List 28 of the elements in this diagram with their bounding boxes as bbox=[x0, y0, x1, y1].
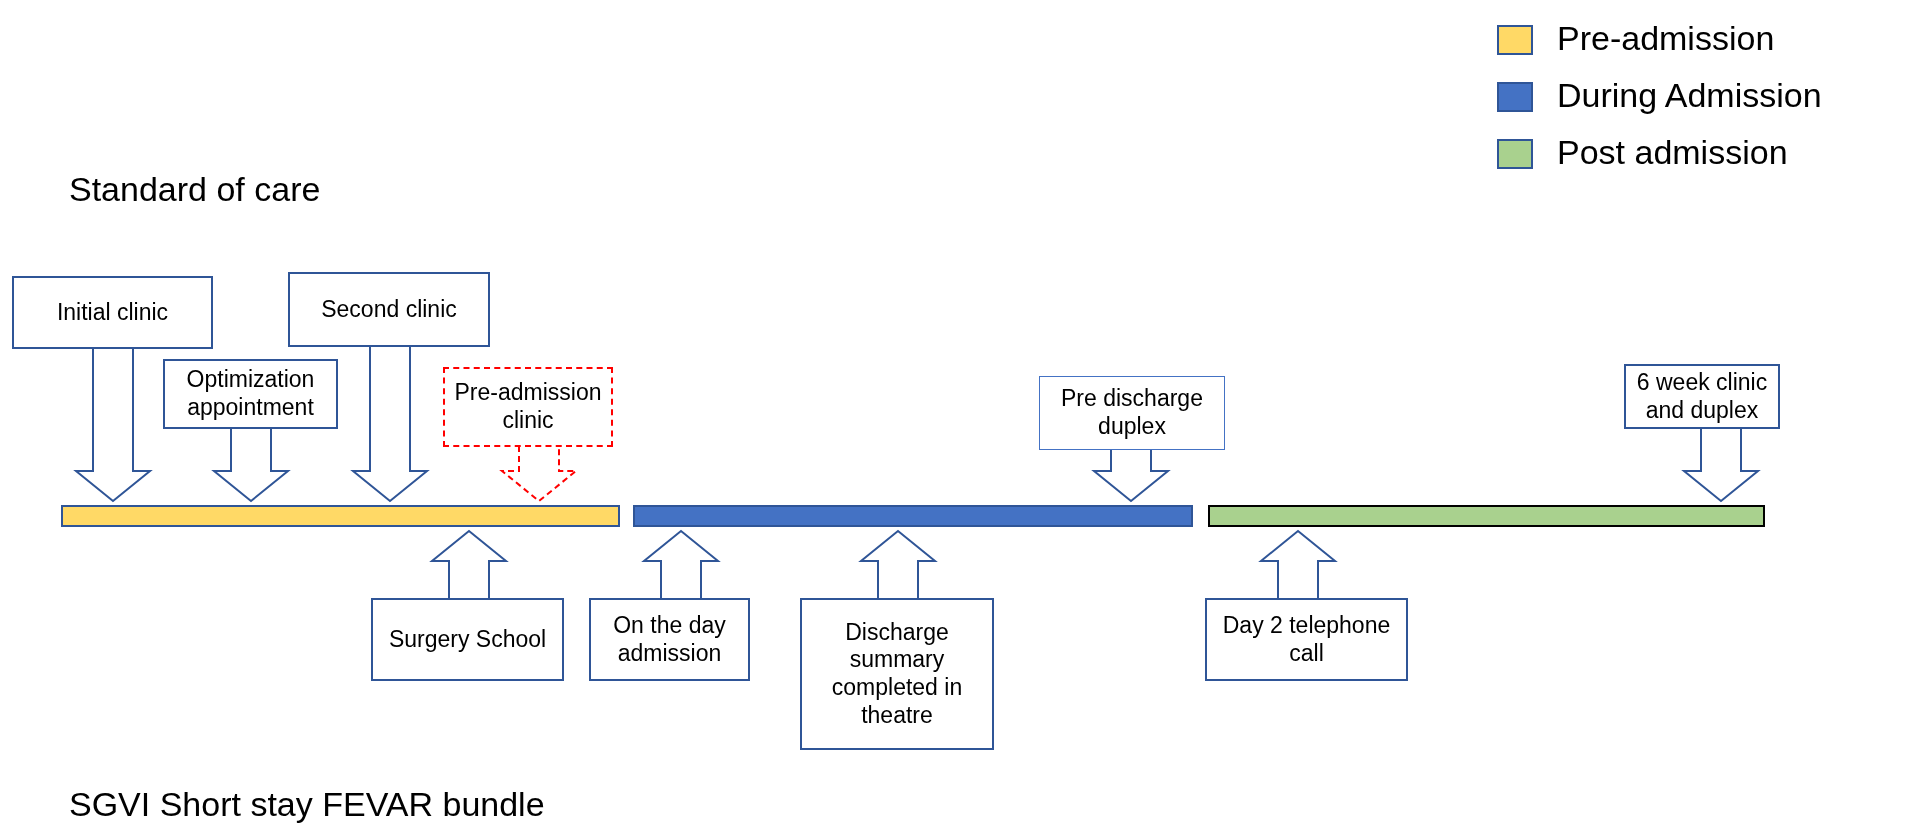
callout-box: Discharge summary completed in theatre bbox=[800, 598, 994, 750]
callout-box: Second clinic bbox=[288, 272, 490, 347]
block-arrow bbox=[211, 427, 291, 503]
block-arrow bbox=[350, 345, 430, 503]
callout-box: Pre discharge duplex bbox=[1039, 376, 1225, 450]
section-heading: SGVI Short stay FEVAR bundle bbox=[69, 785, 545, 824]
callout-box: Surgery School bbox=[371, 598, 564, 681]
legend-label: Post admission bbox=[1557, 133, 1788, 172]
block-arrow bbox=[858, 529, 938, 600]
callout-box: On the day admission bbox=[589, 598, 750, 681]
callout-box: Initial clinic bbox=[12, 276, 213, 349]
block-arrow bbox=[499, 445, 579, 503]
callout-box: Day 2 telephone call bbox=[1205, 598, 1408, 681]
callout-box: Pre-admission clinic bbox=[443, 367, 613, 447]
callout-box: 6 week clinic and duplex bbox=[1624, 364, 1780, 429]
section-heading: Standard of care bbox=[69, 170, 321, 209]
block-arrow bbox=[1681, 427, 1761, 503]
timeline-bar bbox=[1208, 505, 1765, 527]
block-arrow bbox=[73, 347, 153, 503]
timeline-bar bbox=[61, 505, 620, 527]
timeline-bar bbox=[633, 505, 1193, 527]
callout-box: Optimization appointment bbox=[163, 359, 338, 429]
legend-label: Pre-admission bbox=[1557, 19, 1775, 58]
block-arrow bbox=[641, 529, 721, 600]
block-arrow bbox=[429, 529, 509, 600]
block-arrow bbox=[1091, 448, 1171, 503]
legend-label: During Admission bbox=[1557, 76, 1822, 115]
block-arrow bbox=[1258, 529, 1338, 600]
